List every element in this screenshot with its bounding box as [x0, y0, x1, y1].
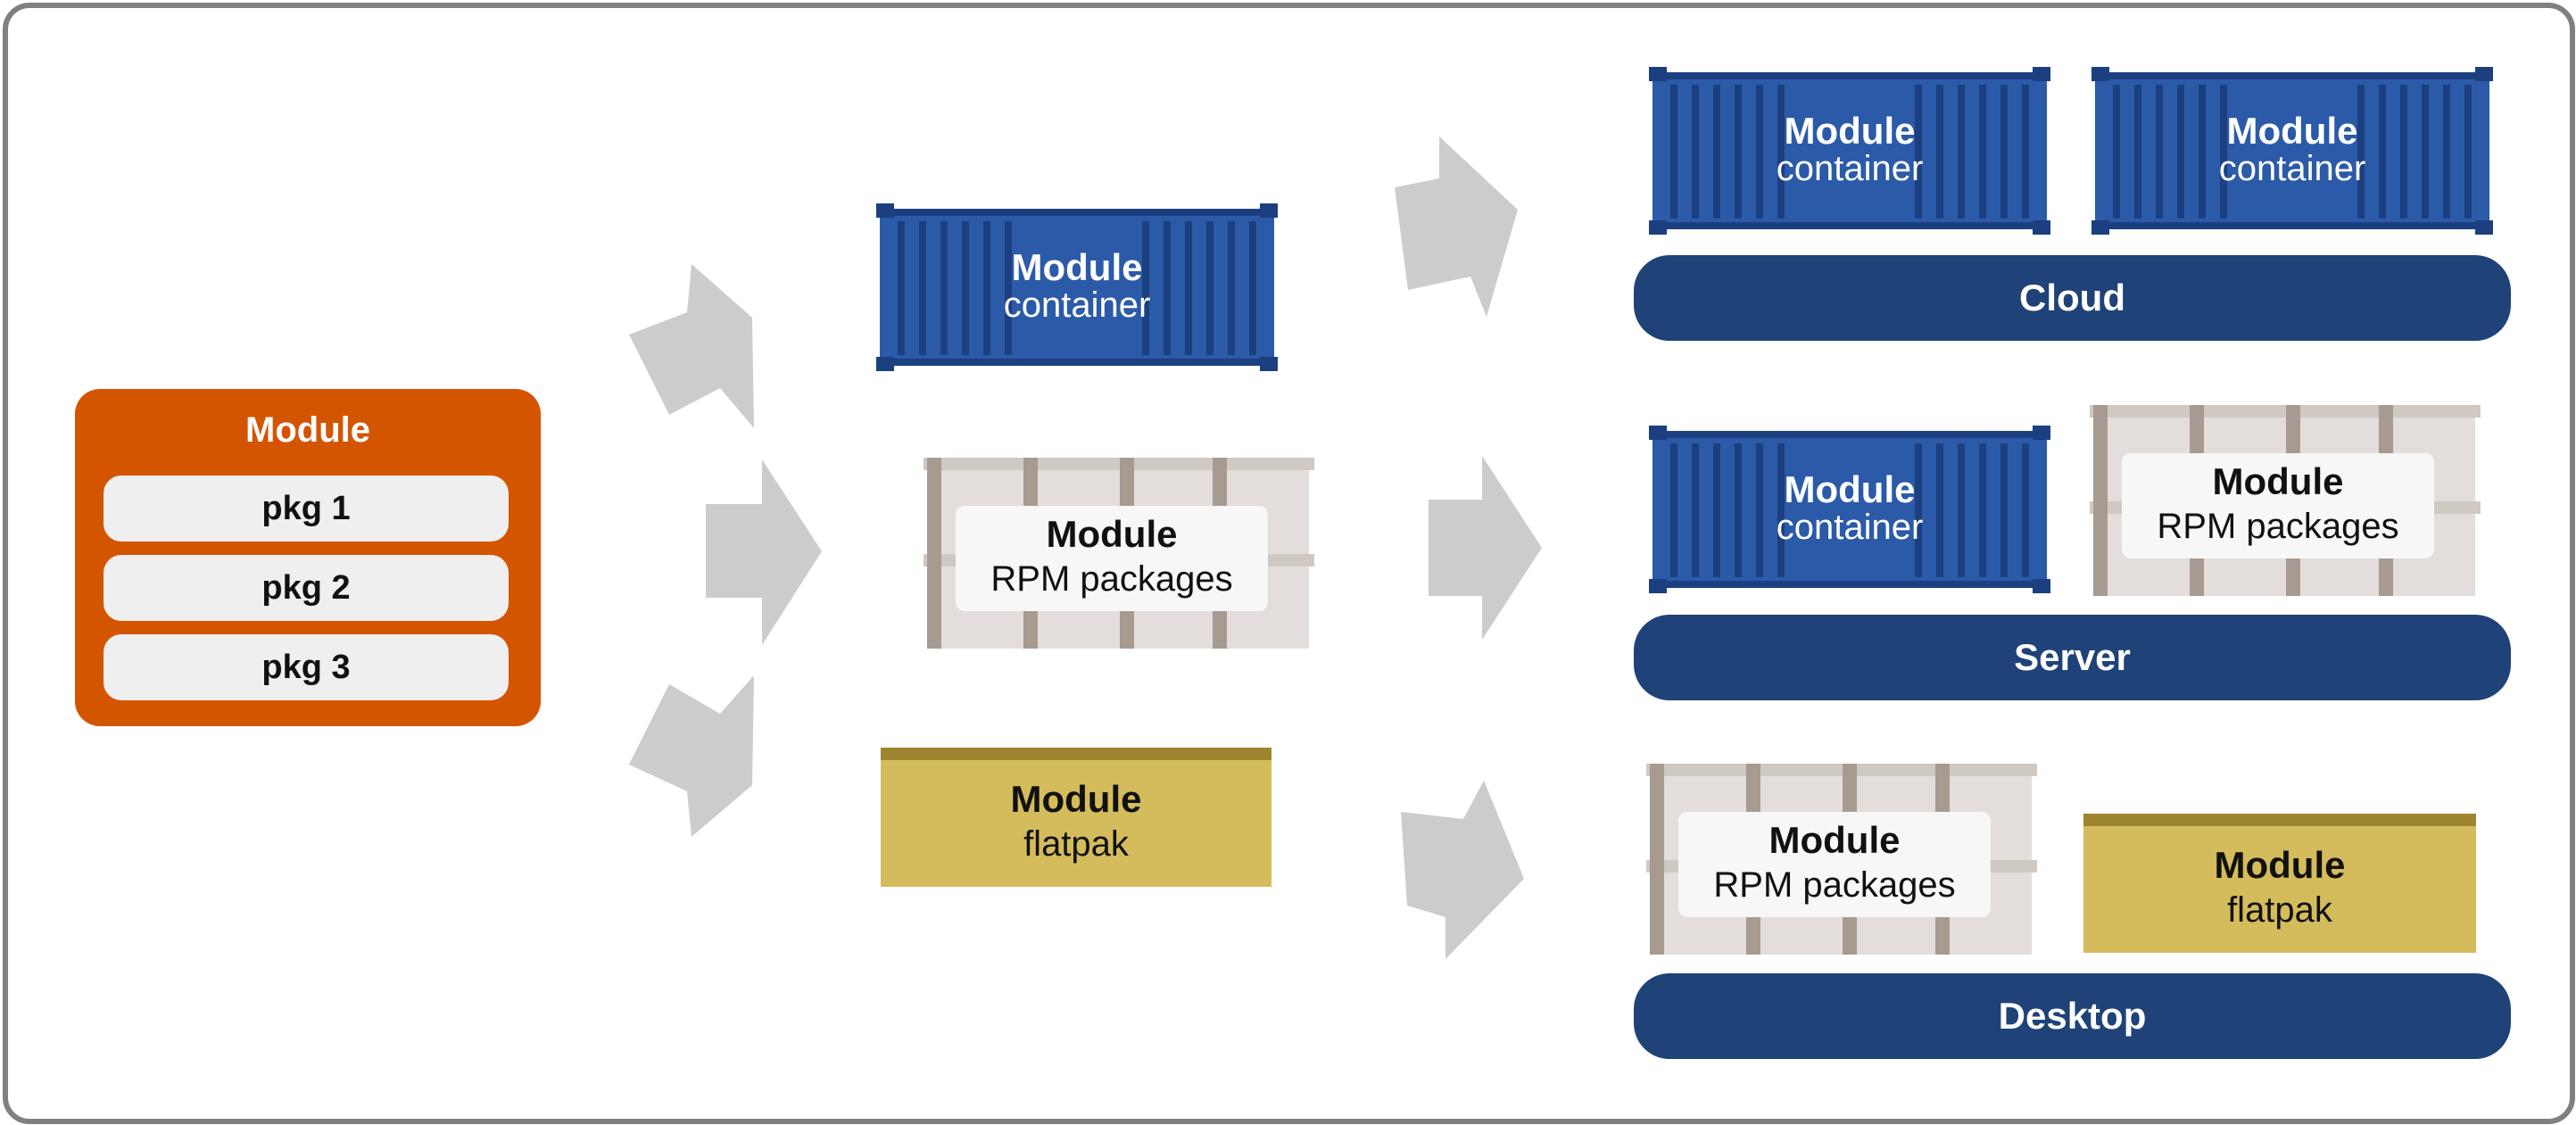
- arrow-right-icon: [1429, 456, 1542, 640]
- rpm-subtitle: RPM packages: [2157, 507, 2399, 546]
- arrow-up-right-icon: [1395, 136, 1518, 317]
- rpm-card: Module RPM packages: [1678, 812, 1991, 917]
- container-subtitle: container: [1003, 285, 1151, 325]
- flatpak-subtitle: flatpak: [2227, 890, 2332, 930]
- platform-cloud: Cloud: [1634, 255, 2511, 341]
- source-module-title: Module: [245, 410, 370, 450]
- server-rpm: Module RPM packages: [2090, 401, 2481, 596]
- container-subtitle: container: [1776, 149, 1924, 188]
- platform-server: Server: [1634, 615, 2511, 700]
- shipping-container-icon: [1649, 67, 2050, 235]
- rpm-format: Module RPM packages: [924, 454, 1314, 649]
- arrow-down-right-icon: [1401, 781, 1524, 959]
- container-title: Module: [2226, 110, 2358, 152]
- flatpak-lid: [2083, 814, 2476, 826]
- cloud-container-1: Module container: [1649, 67, 2050, 235]
- flatpak-lid: [881, 748, 1271, 760]
- desktop-rpm: Module RPM packages: [1646, 760, 2037, 955]
- container-format: Module container: [876, 203, 1278, 371]
- rpm-title: Module: [1046, 513, 1178, 555]
- rpm-title: Module: [1768, 819, 1901, 861]
- arrow-down-right-icon: [629, 675, 754, 837]
- cloud-container-2: Module container: [2091, 67, 2493, 235]
- rpm-title: Module: [2212, 460, 2344, 502]
- container-title: Module: [1784, 468, 1916, 510]
- flatpak-subtitle: flatpak: [1023, 824, 1129, 864]
- container-title: Module: [1784, 110, 1916, 152]
- package-item: pkg 1: [104, 476, 509, 542]
- package-item: pkg 3: [104, 634, 509, 700]
- package-item: pkg 2: [104, 555, 509, 621]
- desktop-flatpak: Module flatpak: [2083, 814, 2476, 953]
- container-subtitle: container: [2218, 149, 2366, 188]
- rpm-card: Module RPM packages: [956, 506, 1268, 611]
- arrow-up-right-icon: [629, 264, 754, 428]
- source-module: Module pkg 1 pkg 2 pkg 3: [75, 389, 541, 726]
- arrow-right-icon: [706, 459, 822, 645]
- shipping-container-icon: [2091, 67, 2493, 235]
- rpm-subtitle: RPM packages: [990, 559, 1233, 599]
- platform-desktop: Desktop: [1634, 973, 2511, 1059]
- container-title: Module: [1011, 246, 1143, 288]
- rpm-card: Module RPM packages: [2122, 453, 2434, 558]
- flatpak-title: Module: [2214, 844, 2346, 886]
- container-subtitle: container: [1776, 508, 1924, 547]
- shipping-container-icon: [1649, 426, 2050, 593]
- flatpak-format: Module flatpak: [881, 748, 1271, 887]
- server-container: Module container: [1649, 426, 2050, 593]
- flatpak-title: Module: [1010, 778, 1142, 820]
- shipping-container-icon: [876, 203, 1278, 371]
- rpm-subtitle: RPM packages: [1713, 865, 1956, 905]
